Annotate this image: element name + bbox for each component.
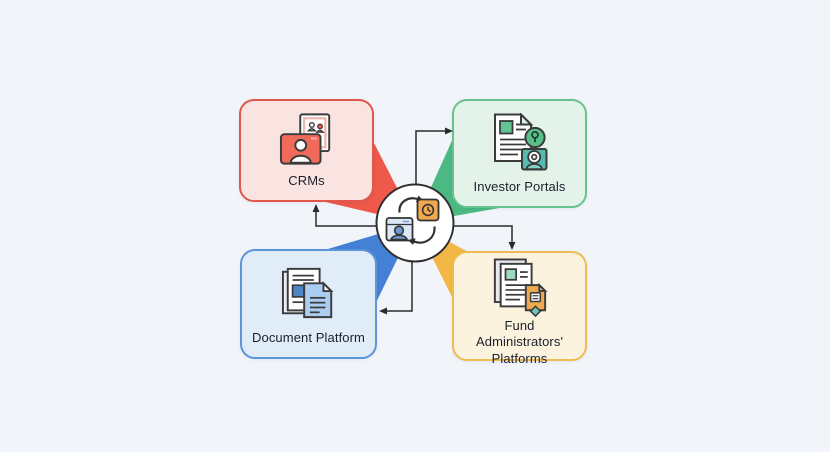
node-label-investor-portals: Investor Portals	[473, 178, 566, 194]
connector-center-to-investor-portals	[415, 127, 453, 185]
fund-report-download-icon	[493, 258, 547, 318]
connector-center-to-document-platform	[379, 261, 413, 315]
node-label-crms: CRMs	[288, 172, 325, 188]
stacked-documents-icon	[281, 267, 334, 318]
connector-center-to-fund-administrators	[453, 225, 516, 250]
document-icon-wrap	[281, 251, 337, 330]
crm-contact-cards-icon	[279, 113, 330, 165]
node-document-platform: Document Platform	[240, 249, 377, 359]
contact-window-icon	[385, 217, 414, 242]
sync-arrow-top	[398, 195, 425, 213]
crm-icon-wrap	[279, 101, 335, 173]
center-hub-circle	[375, 183, 455, 263]
node-investor-portals: Investor Portals	[452, 99, 587, 208]
node-label-document-platform: Document Platform	[252, 329, 365, 345]
data-sync-exchange-icon	[385, 195, 440, 245]
investor-icon-wrap	[491, 101, 549, 179]
sync-arrow-bottom	[406, 226, 436, 245]
fund-icon-wrap	[491, 253, 549, 318]
node-crms: CRMs	[239, 99, 374, 202]
connector-center-to-crms	[312, 204, 378, 227]
node-fund-administrators-platforms: Fund Administrators' Platforms	[452, 251, 587, 366]
clock-app-icon	[416, 198, 440, 222]
node-label-fund-administrators: Fund Administrators' Platforms	[475, 318, 564, 366]
investor-document-profile-icon	[493, 113, 547, 171]
